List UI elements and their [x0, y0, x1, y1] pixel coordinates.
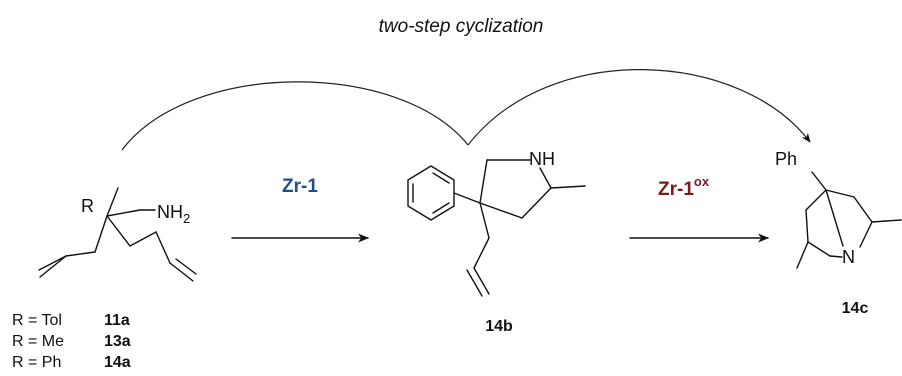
overarc-left [121, 81, 469, 151]
substituent-legend: R = Tol 11a R = Me 13a R = Ph 14a [12, 312, 131, 371]
legend-r-me: R = Me [12, 333, 64, 350]
legend-compound-11a: 11a [104, 312, 130, 329]
overarc-right [467, 69, 811, 146]
scheme-title: two-step cyclization [379, 16, 544, 37]
legend-r-ph: R = Ph [12, 354, 61, 371]
substrate-amine-label: NH2 [157, 202, 190, 226]
legend-compound-13a: 13a [104, 333, 131, 350]
legend-compound-14a: 14a [104, 354, 131, 371]
product-n-label: N [842, 247, 855, 267]
substrate-r-label: R [81, 196, 94, 216]
substrate-structure [38, 187, 197, 282]
intermediate-structure [407, 159, 586, 297]
intermediate-nh-label: NH [529, 149, 555, 169]
product-structure [796, 171, 902, 269]
legend-r-tol: R = Tol [12, 312, 62, 329]
reagent-zr1ox: Zr-1ox [658, 174, 710, 200]
product-ph-label: Ph [775, 149, 797, 169]
reagent-zr1: Zr-1 [282, 176, 318, 197]
compound-14c-label: 14c [842, 300, 869, 317]
compound-14b-label: 14b [485, 318, 513, 335]
